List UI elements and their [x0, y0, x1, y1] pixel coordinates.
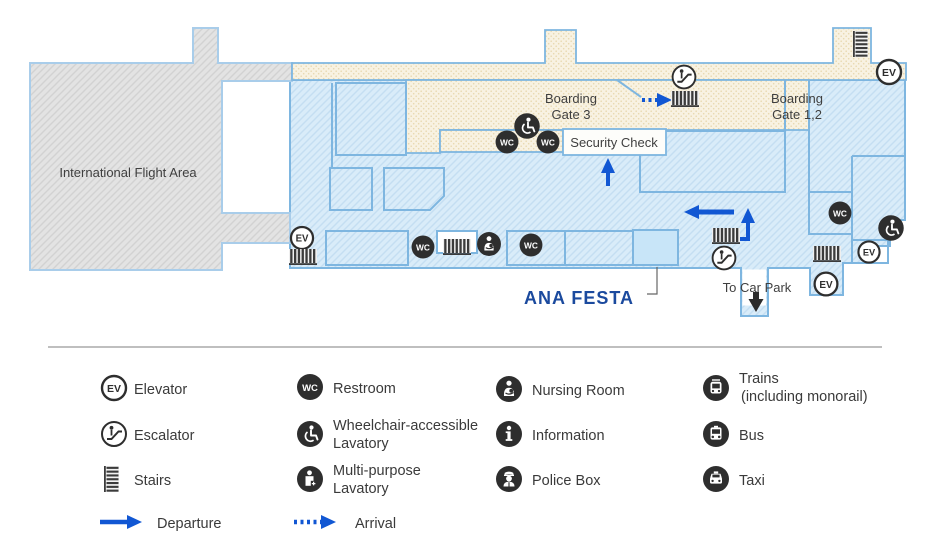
elevator-icon: [857, 240, 881, 264]
legend-label: Departure: [157, 516, 221, 532]
ana-festa-logo: ANA FESTA: [524, 288, 634, 308]
elevator-icon: [813, 271, 839, 297]
legend-label: Arrival: [355, 516, 396, 532]
legend-label: Police Box: [532, 473, 601, 489]
elevator-icon: [100, 374, 128, 402]
legend-label: Stairs: [134, 473, 171, 489]
legend-item-arrival: Arrival: [294, 515, 396, 532]
legend-label: Multi-purpose: [333, 463, 421, 479]
escalator-icon: [671, 64, 697, 90]
legend-label: Lavatory: [333, 436, 389, 452]
escalator-icon: [711, 245, 737, 271]
room-outlines: [325, 79, 905, 266]
police-box-icon: [495, 465, 523, 493]
boarding-gate-3-label: Gate 3: [551, 107, 590, 122]
stairs-icon: [443, 239, 471, 255]
trains-icon: [702, 374, 730, 402]
legend-label: Elevator: [134, 382, 187, 398]
boarding-gate-12-label: Boarding: [771, 91, 823, 106]
restroom-icon: [828, 201, 852, 225]
legend-item-escalator: Escalator: [101, 421, 195, 447]
to-car-park-label: To Car Park: [723, 280, 792, 295]
nursing-room-icon: [476, 231, 502, 257]
legend-label: Lavatory: [333, 481, 389, 497]
bus-icon: [703, 421, 729, 447]
legend-item-departure: Departure: [100, 515, 221, 532]
legend-label: Restroom: [333, 381, 396, 397]
legend-item-taxi: Taxi: [703, 466, 765, 492]
security-check-label: Security Check: [570, 135, 658, 150]
room-outline: [639, 130, 786, 193]
multi-purpose-lavatory-icon: [296, 465, 324, 493]
restroom-icon: [411, 235, 435, 259]
legend-label: Wheelchair-accessible: [333, 418, 478, 434]
legend-item-multi-purpose-lavatory: Multi-purpose Lavatory: [296, 463, 421, 497]
room-wall: [616, 79, 642, 98]
ana-festa-leader-line: [647, 267, 658, 295]
stairs-icon: [671, 91, 699, 107]
room-outline: [335, 82, 407, 156]
legend-label: (including monorail): [741, 389, 868, 405]
international-flight-area: [29, 27, 293, 271]
legend-label: Escalator: [134, 428, 195, 444]
stairs-icon: [104, 466, 119, 492]
stairs-icon: [289, 249, 317, 265]
restroom-icon: [297, 374, 323, 400]
legend-label: Taxi: [739, 473, 765, 489]
wheelchair-accessible-lavatory-icon: [296, 420, 324, 448]
legend-item-wheelchair-lavatory: Wheelchair-accessible Lavatory: [296, 418, 478, 452]
room-outline: [325, 230, 409, 266]
legend-item-bus: Bus: [703, 421, 764, 447]
boarding-gate-12-label: Gate 1,2: [772, 107, 822, 122]
stairs-icon: [853, 31, 868, 57]
stairs-icon: [813, 246, 841, 262]
restroom-icon: [536, 130, 560, 154]
legend-item-stairs: Stairs: [104, 466, 171, 492]
car-park-passage-end: [742, 305, 766, 315]
legend: Elevator Escalator Stairs Departure Rest…: [100, 371, 868, 532]
wheelchair-accessible-lavatory-icon: [513, 112, 541, 140]
legend-label: Bus: [739, 428, 764, 444]
legend-item-elevator: Elevator: [100, 374, 187, 402]
stairs-icon: [712, 228, 740, 244]
room-outline: [383, 167, 445, 211]
legend-item-restroom: Restroom: [297, 374, 396, 400]
legend-item-information: Information: [496, 421, 605, 447]
legend-item-nursing-room: Nursing Room: [495, 375, 625, 403]
nursing-room-icon: [495, 375, 523, 403]
room-outline: [329, 167, 373, 211]
legend-label: Trains: [739, 371, 779, 387]
arrival-corridor: [291, 27, 907, 81]
departure-bend-arrow: [737, 208, 755, 241]
legend-label: Information: [532, 428, 605, 444]
elevator-icon: [289, 225, 315, 251]
ana-festa-shop: [632, 229, 679, 266]
legend-label: Nursing Room: [532, 383, 625, 399]
taxi-icon: [703, 466, 729, 492]
legend-item-trains: Trains (including monorail): [702, 371, 868, 405]
restroom-icon: [495, 130, 519, 154]
information-icon: [496, 421, 522, 447]
escalator-icon: [101, 421, 127, 447]
elevator-icon: [875, 58, 903, 86]
boarding-gate-3-label: Boarding: [545, 91, 597, 106]
security-check-box: [562, 128, 667, 156]
room-wall: [851, 155, 905, 240]
wheelchair-accessible-lavatory-icon: [877, 214, 905, 242]
legend-item-police-box: Police Box: [495, 465, 601, 493]
car-park-passage: [742, 269, 766, 306]
restroom-icon: [519, 233, 543, 257]
international-flight-area-label: International Flight Area: [59, 165, 197, 180]
